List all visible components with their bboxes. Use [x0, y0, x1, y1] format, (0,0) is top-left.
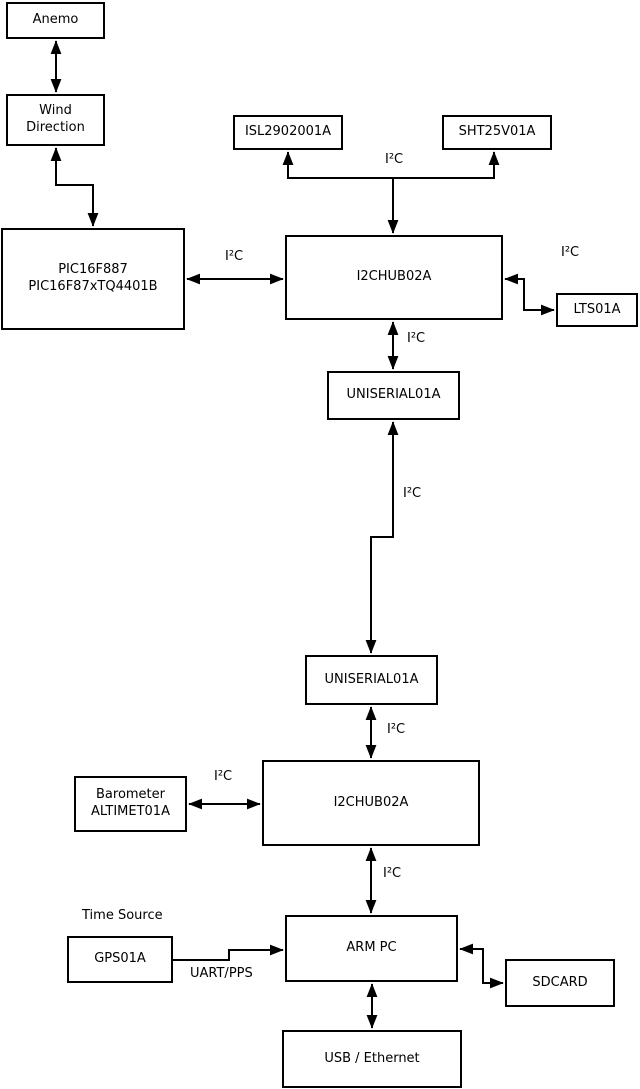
edge-gps-arm: [173, 944, 284, 961]
edge-label-uniserial-link-i2c: I²C: [403, 486, 422, 501]
node-sht25v01a: SHT25V01A: [442, 115, 552, 150]
node-pic16f887: PIC16F887 PIC16F87xTQ4401B: [1, 228, 185, 330]
node-uniserial01a-bottom: UNISERIAL01A: [305, 655, 438, 705]
node-lts01a: LTS01A: [556, 293, 638, 327]
edge-uniserial1-uniserial2: [365, 421, 399, 654]
node-wind-direction: Wind Direction: [6, 94, 105, 146]
edge-arm-sdcard: [459, 943, 504, 989]
node-i2chub02a-bottom-label: I2CHUB02A: [333, 794, 409, 810]
node-pic16f887-label: PIC16F887 PIC16F87xTQ4401B: [28, 262, 158, 294]
edge-hub1-lts: [504, 273, 555, 316]
node-gps01a: GPS01A: [67, 936, 173, 983]
edge-label-uniserial-hub2-i2c: I²C: [387, 722, 406, 737]
node-i2chub02a-bottom: I2CHUB02A: [262, 760, 480, 846]
node-gps01a-label: GPS01A: [94, 951, 146, 967]
node-uniserial01a-top: UNISERIAL01A: [327, 371, 460, 420]
node-i2chub02a-top-label: I2CHUB02A: [356, 269, 432, 285]
edge-wind-pic: [50, 147, 99, 227]
node-isl2902001a-label: ISL2902001A: [244, 124, 332, 140]
node-sdcard: SDCARD: [505, 959, 615, 1007]
node-usb-ethernet-label: USB / Ethernet: [324, 1050, 420, 1066]
edge-label-sensor-bus-i2c: I²C: [385, 152, 404, 167]
node-uniserial01a-top-label: UNISERIAL01A: [346, 387, 441, 403]
edge-label-barometer-i2c: I²C: [214, 769, 233, 784]
node-anemo-label: Anemo: [32, 12, 79, 28]
node-sdcard-label: SDCARD: [532, 974, 588, 990]
node-barometer-altimet01a: Barometer ALTIMET01A: [74, 776, 187, 832]
node-lts01a-label: LTS01A: [573, 301, 621, 317]
node-wind-direction-label: Wind Direction: [26, 103, 85, 135]
edge-label-hub1-uniserial-i2c: I²C: [407, 331, 426, 346]
edge-label-uart-pps: UART/PPS: [190, 966, 253, 981]
edge-label-hub2-arm-i2c: I²C: [383, 866, 402, 881]
node-i2chub02a-top: I2CHUB02A: [285, 235, 503, 320]
node-barometer-altimet01a-label: Barometer ALTIMET01A: [91, 787, 170, 819]
node-usb-ethernet: USB / Ethernet: [282, 1030, 462, 1088]
edge-label-pic-hub-i2c: I²C: [225, 249, 244, 264]
node-sht25v01a-label: SHT25V01A: [458, 124, 536, 140]
node-isl2902001a: ISL2902001A: [233, 115, 343, 150]
edge-label-lts-i2c: I²C: [561, 245, 580, 260]
node-uniserial01a-bottom-label: UNISERIAL01A: [324, 671, 419, 687]
edge-label-time-source: Time Source: [82, 908, 163, 923]
node-arm-pc-label: ARM PC: [346, 940, 397, 956]
node-anemo: Anemo: [6, 2, 105, 39]
node-arm-pc: ARM PC: [285, 915, 458, 982]
